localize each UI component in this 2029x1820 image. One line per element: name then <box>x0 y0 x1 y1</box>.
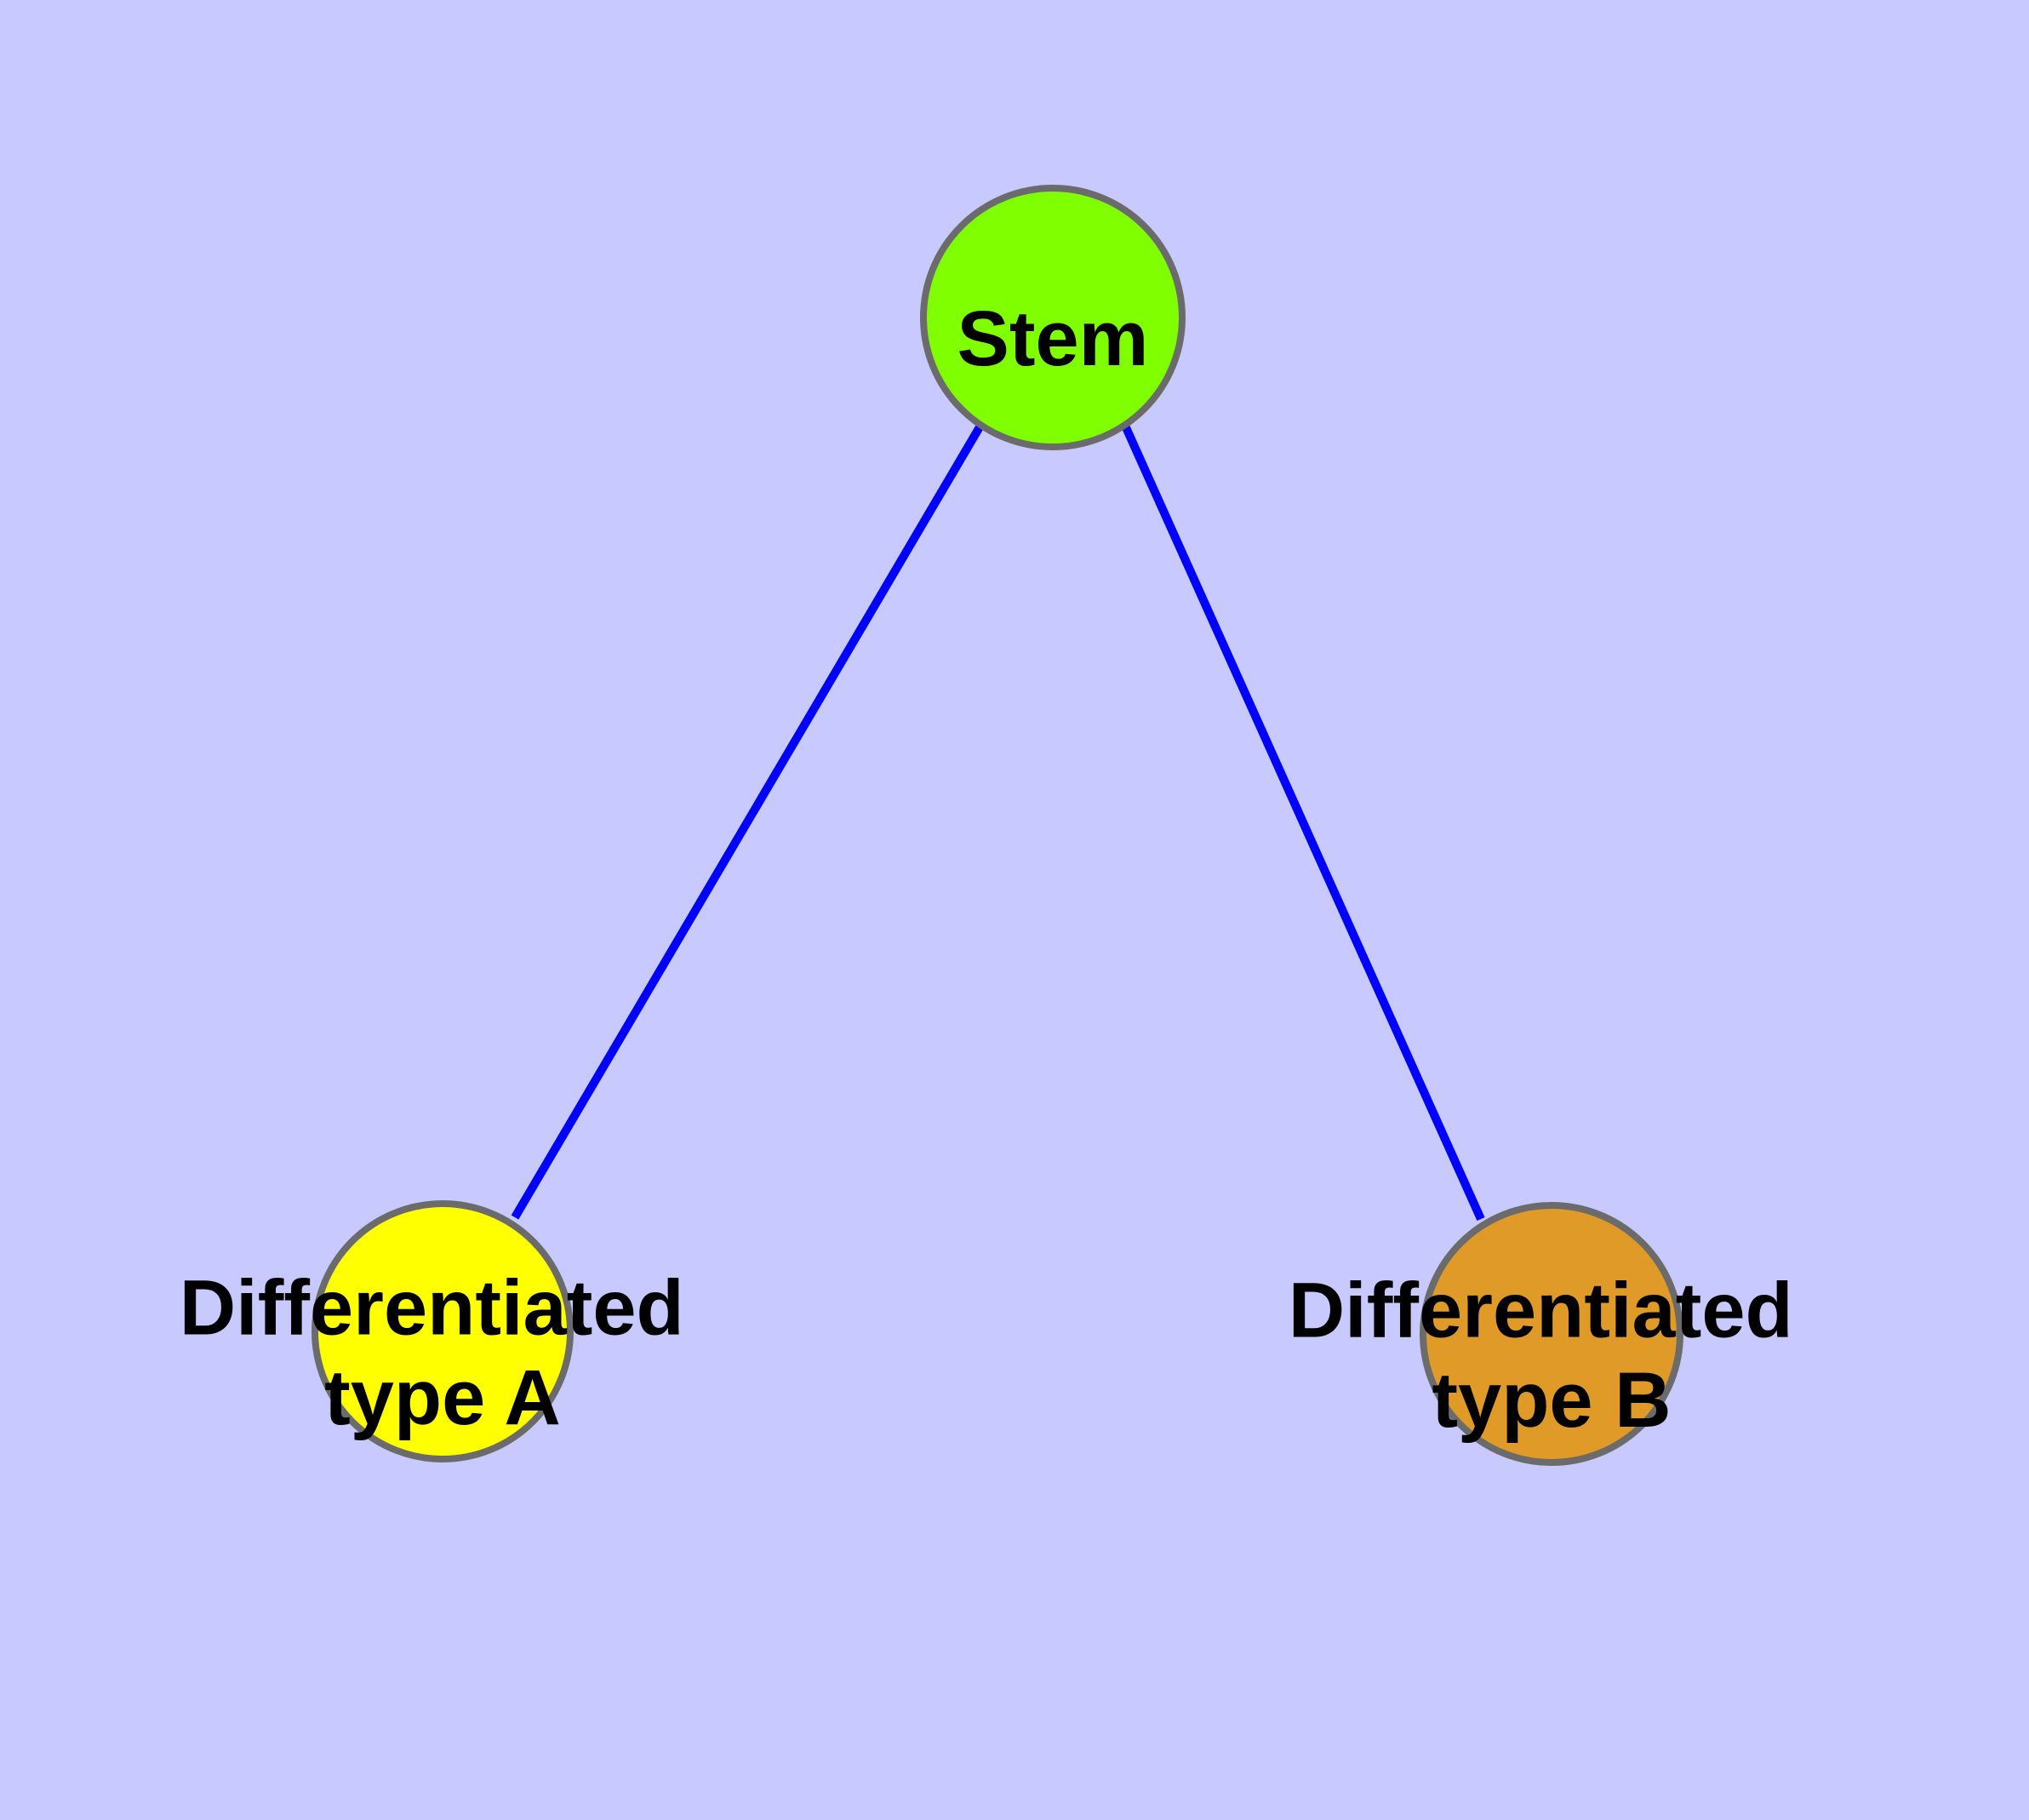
node-differentiated-type-b-circle[interactable] <box>1420 1202 1683 1466</box>
node-differentiated-type-b-label-line-2: type B <box>1432 1357 1671 1444</box>
nodes-group: Stem Differentiated type A Differentiate… <box>180 185 1815 1466</box>
edge-stem-to-differentiated-type-b[interactable] <box>1121 423 1485 1222</box>
node-differentiated-type-a-label-line-2: type A <box>324 1354 561 1441</box>
node-differentiated-type-a-label-line-1: Differentiated <box>180 1265 684 1352</box>
node-differentiated-type-a-circle[interactable] <box>311 1200 574 1462</box>
node-differentiated-type-a-label: Differentiated type A <box>180 1265 706 1442</box>
node-differentiated-type-a[interactable]: Differentiated type A <box>180 1200 706 1462</box>
node-differentiated-type-b-label-line-1: Differentiated <box>1289 1268 1793 1354</box>
node-stem-label: Stem <box>957 295 1149 382</box>
node-differentiated-type-b-label: Differentiated type B <box>1289 1268 1815 1445</box>
node-stem[interactable]: Stem <box>920 185 1186 450</box>
node-stem-label-line-1: Stem <box>957 295 1149 382</box>
node-differentiated-type-b[interactable]: Differentiated type B <box>1289 1202 1815 1466</box>
node-stem-circle[interactable] <box>920 185 1186 450</box>
edges-group <box>511 423 1485 1222</box>
edge-stem-to-differentiated-type-a[interactable] <box>511 423 985 1220</box>
